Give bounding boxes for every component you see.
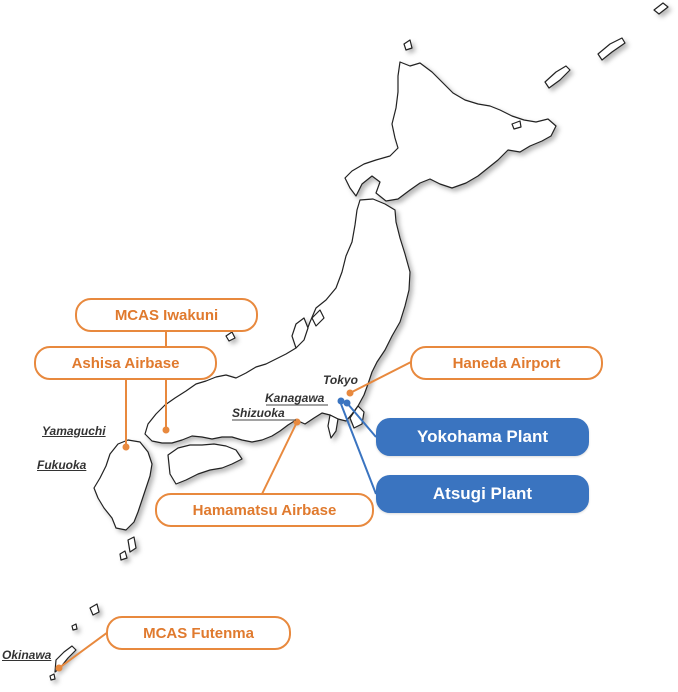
ashisa-airbase-callout[interactable]: Ashisa Airbase [34, 346, 217, 380]
place-tokyo: Tokyo [323, 373, 358, 387]
place-yamaguchi: Yamaguchi [42, 424, 106, 438]
hamamatsu-leader [261, 421, 298, 495]
boso-peninsula [349, 405, 365, 429]
place-shizuoka: Shizuoka [232, 406, 285, 420]
oki-island [225, 331, 236, 342]
kyushu-landmass [93, 439, 153, 531]
amami-island [89, 603, 100, 616]
hamamatsu-airbase-label: Hamamatsu Airbase [192, 501, 337, 519]
islet-2 [49, 673, 56, 681]
futenma-marker [55, 664, 63, 672]
mcas-iwakuni-label: MCAS Iwakuni [114, 306, 219, 324]
noto-peninsula [291, 317, 309, 349]
atsugi-plant-callout[interactable]: Atsugi Plant [376, 475, 589, 513]
place-kanagawa: Kanagawa [265, 391, 325, 405]
ashisa-marker [122, 443, 130, 451]
hokkaido-landmass [344, 61, 557, 202]
shikotan-island [511, 120, 522, 130]
blue-leader-lines [340, 402, 377, 495]
place-underlines [232, 404, 328, 421]
blue-markers [337, 397, 351, 407]
haneda-leader [349, 361, 412, 394]
yokohama-leader [346, 402, 377, 438]
mcas-futenma-callout[interactable]: MCAS Futenma [106, 616, 291, 650]
yokohama-marker [343, 399, 351, 407]
yokohama-plant-label: Yokohama Plant [417, 427, 548, 446]
atsugi-leader [340, 403, 377, 495]
mcas-futenma-label: MCAS Futenma [143, 624, 254, 642]
mcas-iwakuni-callout[interactable]: MCAS Iwakuni [75, 298, 258, 332]
shikoku-landmass [167, 443, 243, 485]
haneda-marker [346, 389, 354, 397]
atsugi-marker [337, 397, 345, 405]
hamamatsu-airbase-callout[interactable]: Hamamatsu Airbase [155, 493, 374, 527]
tanegashima-island [127, 536, 137, 553]
place-fukuoka: Fukuoka [37, 458, 87, 472]
islet-1 [71, 623, 78, 631]
yakushima-island [119, 550, 128, 561]
iwakuni-marker [162, 426, 170, 434]
izu-peninsula [327, 414, 339, 439]
kuril-island-north [653, 2, 669, 15]
kunashiri-island [544, 65, 571, 89]
iturup-island [597, 37, 626, 61]
atsugi-plant-label: Atsugi Plant [432, 484, 533, 503]
rebun-island [403, 39, 413, 51]
yokohama-plant-callout[interactable]: Yokohama Plant [376, 418, 589, 456]
ashisa-airbase-label: Ashisa Airbase [71, 354, 180, 372]
haneda-airport-label: Haneda Airport [452, 354, 561, 372]
haneda-airport-callout[interactable]: Haneda Airport [410, 346, 603, 380]
place-okinawa: Okinawa [2, 648, 52, 662]
sado-island [311, 309, 325, 327]
futenma-leader [58, 631, 109, 669]
honshu-landmass [144, 198, 411, 444]
